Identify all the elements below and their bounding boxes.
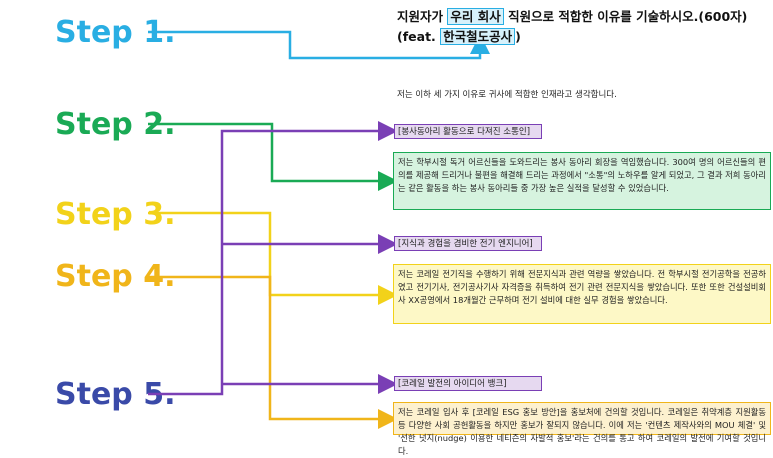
- section-2-heading: [지식과 경험을 겸비한 전기 엔지니어]: [394, 236, 542, 251]
- question-title-line-2: (feat. 한국철도공사): [397, 28, 521, 45]
- company-name-highlight: 한국철도공사: [440, 28, 516, 45]
- intro-sentence: 저는 이하 세 가지 이유로 귀사에 적합한 인재라고 생각합니다.: [397, 90, 617, 100]
- section-1-body: 저는 학부시절 독거 어르신들을 도와드리는 봉사 동아리 회장을 역임했습니다…: [393, 152, 771, 210]
- section-3-heading: [코레일 발전의 아이디어 뱅크]: [394, 376, 542, 391]
- connector-lines: [148, 30, 490, 429]
- step-3-label: Step 3.: [55, 197, 176, 232]
- step-2-connector: [148, 122, 398, 191]
- step-3-connector: [148, 211, 398, 305]
- step-4-connector: [148, 275, 398, 429]
- company-highlight: 우리 회사: [447, 8, 504, 25]
- section-1-heading: [봉사동아리 활동으로 다져진 소통인]: [394, 124, 542, 139]
- question-title-line-1: 지원자가 우리 회사 직원으로 적합한 이유를 기술하시오.(600자): [397, 8, 748, 25]
- section-3-body: 저는 코레일 입사 후 [코레일 ESG 홍보 방안]을 홍보처에 건의할 것입…: [393, 402, 771, 456]
- step-1-connector: [148, 30, 490, 60]
- section-2-body: 저는 코레일 전기직을 수행하기 위해 전문지식과 관련 역량을 쌓았습니다. …: [393, 264, 771, 324]
- step-5-connector: [148, 121, 398, 396]
